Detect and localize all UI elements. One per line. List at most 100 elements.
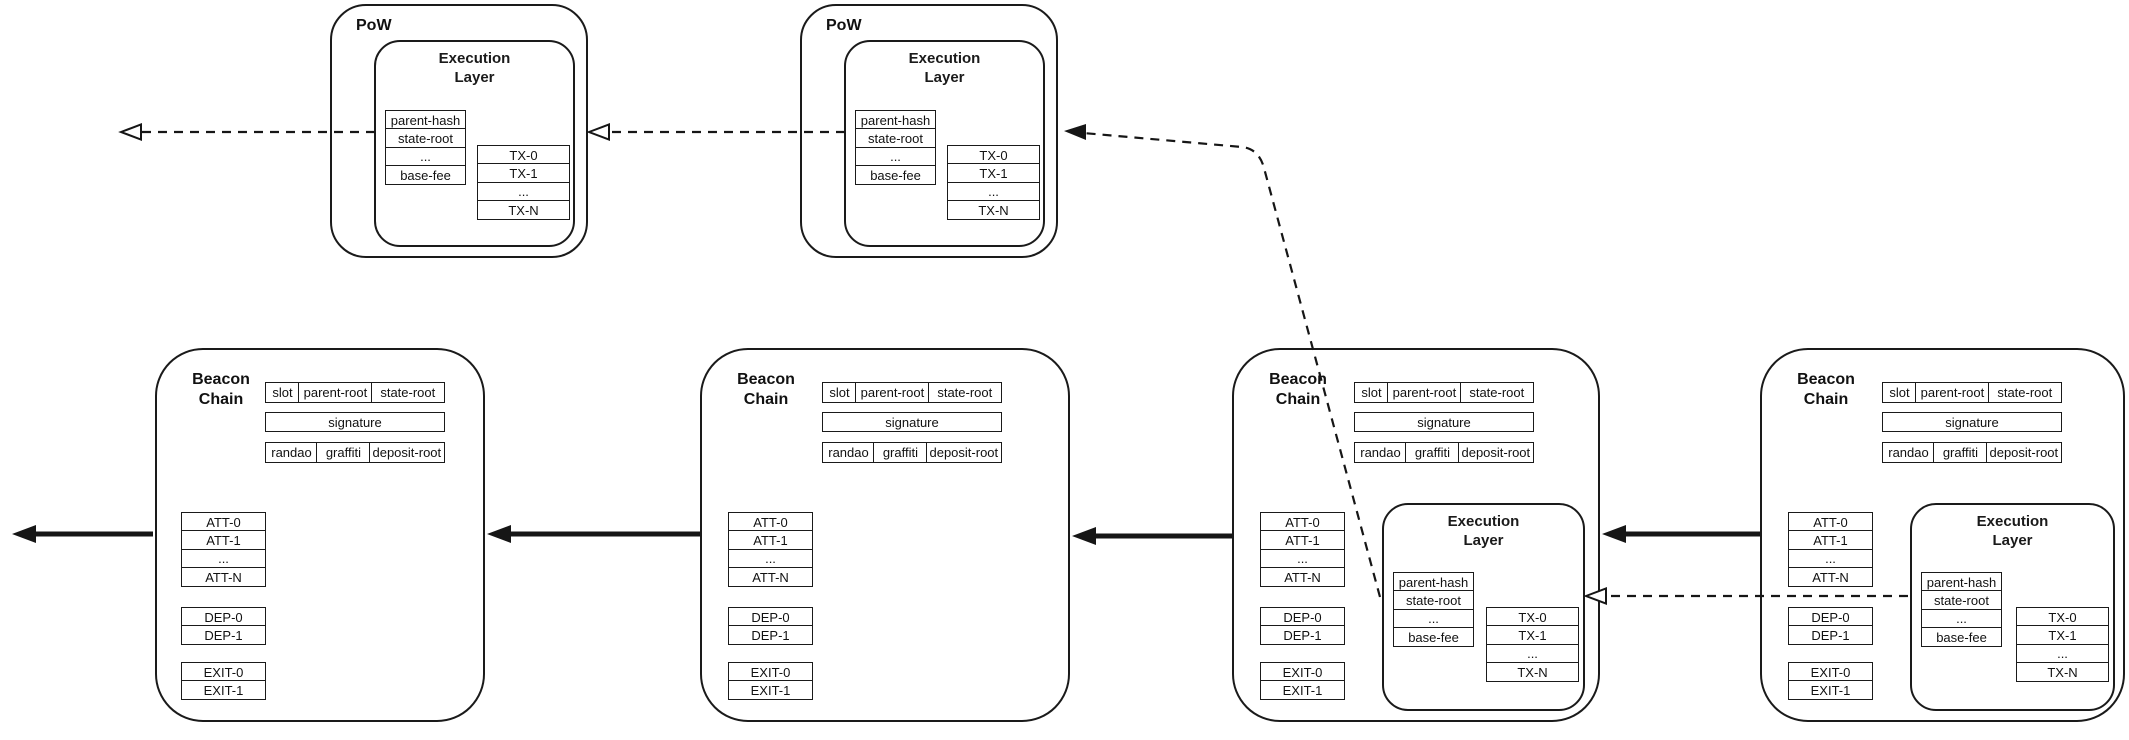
field-state-root: state-root xyxy=(1459,382,1534,403)
beacon-chain-arrowhead-2 xyxy=(487,525,511,543)
beacon-block-4-execution-layer-box: Execution Layer parent-hash state-root .… xyxy=(1910,503,2115,711)
pow-block-2: PoW Execution Layer parent-hash state-ro… xyxy=(800,4,1058,258)
deposit-stack: DEP-0 DEP-1 xyxy=(1788,607,1873,646)
field-deposit-root: deposit-root xyxy=(1985,442,2062,463)
field-ellipsis: ... xyxy=(1393,608,1474,629)
deposit-stack: DEP-0 DEP-1 xyxy=(181,607,266,646)
execution-layer-title: Execution Layer xyxy=(376,50,573,88)
field-parent-hash: parent-hash xyxy=(855,110,936,130)
beacon-block-3-execution-layer-box: Execution Layer parent-hash state-root .… xyxy=(1382,503,1585,711)
field-state-root: state-root xyxy=(385,128,466,149)
field-dep-1: DEP-1 xyxy=(181,625,266,646)
attestation-stack: ATT-0 ATT-1 ... ATT-N xyxy=(728,512,813,588)
field-att-0: ATT-0 xyxy=(728,512,813,532)
exit-stack: EXIT-0 EXIT-1 xyxy=(181,662,266,701)
exit-stack: EXIT-0 EXIT-1 xyxy=(728,662,813,701)
field-ellipsis: ... xyxy=(477,181,570,202)
pow-block-1-execution-layer-box: Execution Layer parent-hash state-root .… xyxy=(374,40,575,247)
field-ellipsis: ... xyxy=(1486,643,1579,664)
slot-row: slot parent-root state-root xyxy=(1354,382,1534,403)
field-dep-0: DEP-0 xyxy=(728,607,813,627)
field-slot: slot xyxy=(1882,382,1917,403)
field-base-fee: base-fee xyxy=(385,165,466,186)
execution-layer-title-line2: Layer xyxy=(924,68,965,86)
field-ellipsis: ... xyxy=(947,181,1040,202)
field-signature: signature xyxy=(822,412,1002,432)
field-dep-1: DEP-1 xyxy=(1260,625,1345,646)
field-dep-1: DEP-1 xyxy=(728,625,813,646)
field-exit-0: EXIT-0 xyxy=(181,662,266,682)
execution-layer-title: Execution Layer xyxy=(1912,513,2113,551)
field-att-n: ATT-N xyxy=(1788,567,1873,588)
field-parent-hash: parent-hash xyxy=(1393,572,1474,592)
field-randao: randao xyxy=(822,442,875,463)
randao-row: randao graffiti deposit-root xyxy=(1882,442,2062,463)
field-parent-root: parent-root xyxy=(1915,382,1990,403)
el-header-stack: parent-hash state-root ... base-fee xyxy=(1921,572,2002,648)
execution-layer-title-line1: Execution xyxy=(438,50,511,67)
merge-transition-arrowhead xyxy=(1064,124,1086,140)
field-ellipsis: ... xyxy=(2016,643,2109,664)
field-base-fee: base-fee xyxy=(1393,627,1474,648)
field-att-n: ATT-N xyxy=(181,567,266,588)
execution-layer-title-line1: Execution xyxy=(908,50,981,67)
pow-block-1-title: PoW xyxy=(356,17,392,34)
attestation-stack: ATT-0 ATT-1 ... ATT-N xyxy=(1260,512,1345,588)
beacon-block-1: Beacon Chain slot parent-root state-root… xyxy=(155,348,485,722)
execution-layer-title: Execution Layer xyxy=(846,50,1043,88)
beacon-chain-arrowhead-3 xyxy=(1072,527,1096,545)
execution-layer-title-line1: Execution xyxy=(1447,513,1520,530)
field-att-n: ATT-N xyxy=(1260,567,1345,588)
deposit-stack: DEP-0 DEP-1 xyxy=(1260,607,1345,646)
field-slot: slot xyxy=(265,382,300,403)
field-state-root: state-root xyxy=(1987,382,2062,403)
execution-layer-title: Execution Layer xyxy=(1384,513,1583,551)
beacon-title-line2: Chain xyxy=(1803,390,1849,408)
field-tx-0: TX-0 xyxy=(947,145,1040,165)
beacon-title-line1: Beacon xyxy=(192,371,250,388)
exit-stack: EXIT-0 EXIT-1 xyxy=(1788,662,1873,701)
field-exit-1: EXIT-1 xyxy=(181,680,266,701)
pow-parent-hollow-arrowhead-1 xyxy=(118,123,142,141)
field-parent-hash: parent-hash xyxy=(1921,572,2002,592)
exit-stack: EXIT-0 EXIT-1 xyxy=(1260,662,1345,701)
field-ellipsis: ... xyxy=(1788,548,1873,569)
field-tx-1: TX-1 xyxy=(2016,625,2109,646)
field-graffiti: graffiti xyxy=(873,442,928,463)
field-ellipsis: ... xyxy=(181,548,266,569)
field-graffiti: graffiti xyxy=(1405,442,1460,463)
field-deposit-root: deposit-root xyxy=(368,442,445,463)
field-state-root: state-root xyxy=(1921,590,2002,611)
field-att-0: ATT-0 xyxy=(1788,512,1873,532)
field-dep-0: DEP-0 xyxy=(1788,607,1873,627)
beacon-block-4: Beacon Chain slot parent-root state-root… xyxy=(1760,348,2125,722)
field-att-1: ATT-1 xyxy=(181,530,266,551)
beacon-title-line1: Beacon xyxy=(1797,371,1855,388)
field-ellipsis: ... xyxy=(855,146,936,167)
beacon-chain-arrowhead-4 xyxy=(1602,525,1626,543)
pow-block-1: PoW Execution Layer parent-hash state-ro… xyxy=(330,4,588,258)
field-ellipsis: ... xyxy=(1260,548,1345,569)
randao-row: randao graffiti deposit-root xyxy=(265,442,445,463)
el-tx-stack: TX-0 TX-1 ... TX-N xyxy=(477,145,570,221)
slot-row: slot parent-root state-root xyxy=(822,382,1002,403)
execution-layer-title-line1: Execution xyxy=(1976,513,2049,530)
field-base-fee: base-fee xyxy=(855,165,936,186)
field-randao: randao xyxy=(1354,442,1407,463)
field-tx-n: TX-N xyxy=(2016,662,2109,683)
attestation-stack: ATT-0 ATT-1 ... ATT-N xyxy=(181,512,266,588)
field-tx-n: TX-N xyxy=(1486,662,1579,683)
field-att-0: ATT-0 xyxy=(1260,512,1345,532)
execution-layer-title-line2: Layer xyxy=(454,68,495,86)
beacon-block-4-title: Beacon Chain xyxy=(1784,370,1868,409)
pow-parent-hollow-arrowhead-2 xyxy=(586,123,610,141)
field-dep-0: DEP-0 xyxy=(181,607,266,627)
field-slot: slot xyxy=(822,382,857,403)
beacon-block-3-title: Beacon Chain xyxy=(1256,370,1340,409)
field-base-fee: base-fee xyxy=(1921,627,2002,648)
field-state-root: state-root xyxy=(1393,590,1474,611)
field-state-root: state-root xyxy=(855,128,936,149)
slot-row: slot parent-root state-root xyxy=(265,382,445,403)
field-randao: randao xyxy=(265,442,318,463)
beacon-block-1-title: Beacon Chain xyxy=(179,370,263,409)
